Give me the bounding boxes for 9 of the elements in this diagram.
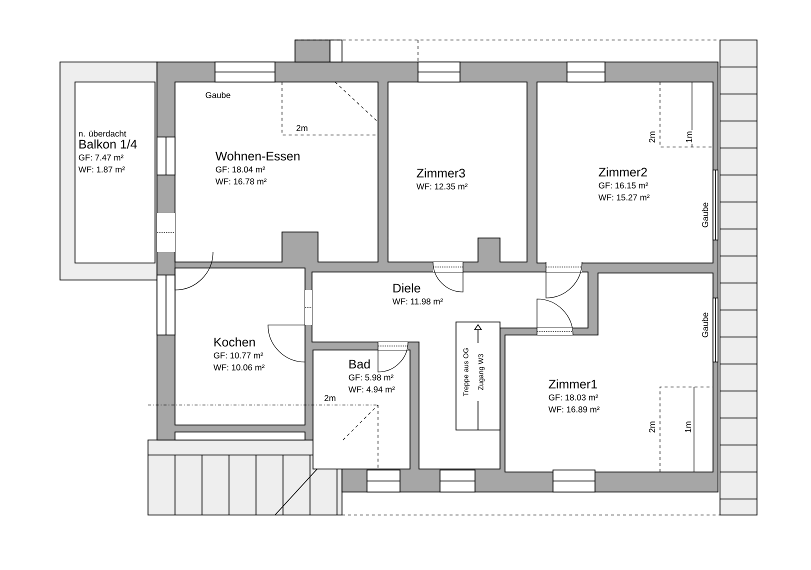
room: Zimmer3 WF: 12.35 m² [388, 82, 528, 262]
annotation: 2m [648, 130, 656, 144]
annotation: 1m [685, 130, 693, 144]
room: Kochen GF: 10.77 m² WF: 10.06 m² [174, 268, 306, 426]
room: n. überdacht Balkon 1/4 GF: 7.47 m² WF: 1.87 m² [74, 82, 156, 264]
annotation: 2m [323, 394, 337, 402]
annotation: 1m [684, 420, 692, 434]
annotation: 2m [295, 124, 309, 132]
annotation: 2m [648, 420, 656, 434]
